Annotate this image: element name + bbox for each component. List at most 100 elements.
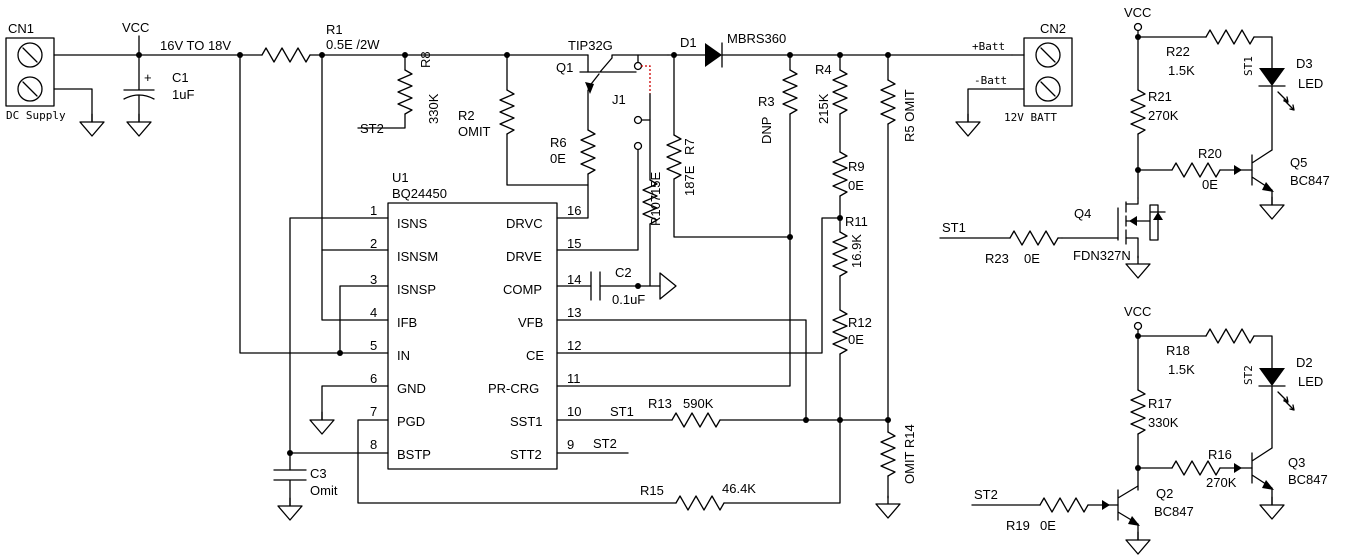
cn1-ref: CN1: [8, 21, 34, 36]
pin-number: 2: [370, 236, 377, 251]
r22-ref: R22: [1166, 44, 1190, 59]
q4-ref: Q4: [1074, 206, 1091, 221]
pin-number: 7: [370, 404, 377, 419]
r2-value: OMIT: [458, 124, 491, 139]
junction-dot: [504, 52, 510, 58]
q5-part: BC847: [1290, 173, 1330, 188]
pin-number: 13: [567, 305, 581, 320]
q1-transistor: Q1 TIP32G: [556, 38, 669, 94]
c2-ref: C2: [615, 265, 632, 280]
pin-name: IN: [397, 348, 410, 363]
r10-resistor: R10715E: [642, 119, 663, 287]
r20-ref: R20: [1198, 146, 1222, 161]
r12-ref: R12: [848, 315, 872, 330]
r14-ref: OMIT R14: [902, 424, 917, 484]
cn2-pin-pos: +Batt: [972, 40, 1005, 53]
pin-name: SST1: [510, 414, 543, 429]
u1-right-pins: 16 DRVC 15 DRVE 14 COMP 13 VFB 12 CE 11 …: [488, 203, 581, 462]
d1-ref: D1: [680, 35, 697, 50]
r21-value: 270K: [1148, 108, 1179, 123]
c2-value: 0.1uF: [612, 292, 645, 307]
cn2-pin-neg: -Batt: [974, 74, 1007, 87]
junction-dot: [837, 52, 843, 58]
q2-part: BC847: [1154, 504, 1194, 519]
r13-resistor: R13 590K ST1: [556, 396, 889, 428]
junction-dot: [402, 52, 408, 58]
d2-ref: D2: [1296, 355, 1313, 370]
pin-name: STT2: [510, 447, 542, 462]
r12-resistor: R12 0E: [723, 275, 872, 504]
junction-dot: [671, 52, 677, 58]
r9-value: 0E: [848, 178, 864, 193]
gnd-pin-wire: [321, 385, 389, 421]
pin-number: 11: [567, 371, 581, 386]
d3-ref: D3: [1296, 56, 1313, 71]
junction-dot: [837, 215, 843, 221]
in-wire: [239, 54, 389, 354]
r23-resistor: ST1 R23 0E: [939, 220, 1063, 266]
stt2-output: ST2: [556, 436, 629, 454]
q4-mosfet: Q4 FDN327N: [1061, 197, 1166, 263]
r10-ref: R10715E: [648, 171, 663, 226]
u1-ref: U1: [392, 170, 409, 185]
junction-dot: [787, 234, 793, 240]
u1-ic: U1 BQ24450 1 ISNS 2 ISNSM 3 ISNSP 4 IFB …: [370, 170, 581, 470]
pin-number: 10: [567, 404, 581, 419]
r17-value: 330K: [1148, 415, 1179, 430]
d2-net: ST2: [1242, 365, 1255, 385]
pin-name: ISNSP: [397, 282, 436, 297]
r7-value: 187E: [682, 165, 697, 196]
isns-wire: [289, 217, 389, 471]
r22-value: 1.5K: [1168, 63, 1195, 78]
r6-value: 0E: [550, 151, 566, 166]
r11-value: 16.9K: [849, 234, 864, 268]
q4-part: FDN327N: [1073, 248, 1131, 263]
pin-number: 6: [370, 371, 377, 386]
pin-number: 5: [370, 338, 377, 353]
pin-name: GND: [397, 381, 426, 396]
c1-ref: C1: [172, 70, 189, 85]
r7-ref: R7: [682, 138, 697, 155]
pin-name: DRVE: [506, 249, 542, 264]
d3-net: ST1: [1242, 56, 1255, 76]
cn2-desc: 12V BATT: [1004, 111, 1057, 124]
r3-resistor: R3 DNP: [556, 54, 798, 387]
junction-dot: [287, 450, 293, 456]
r8-value: 330K: [426, 93, 441, 124]
vcc-label-top: VCC: [1124, 5, 1151, 20]
c1-value: 1uF: [172, 87, 194, 102]
r14-resistor: OMIT R14: [880, 424, 917, 499]
pin-name: IFB: [397, 315, 417, 330]
cn1-desc: DC Supply: [6, 109, 66, 122]
ground-symbol: [955, 113, 981, 137]
c2-capacitor: C2 0.1uF: [556, 265, 677, 307]
ifb-wire: [321, 54, 389, 321]
u1-left-pins: 1 ISNS 2 ISNSM 3 ISNSP 4 IFB 5 IN 6 GND …: [370, 203, 438, 462]
ce-wire: [556, 195, 841, 354]
junction-dot: [1135, 465, 1141, 471]
pin-name: ISNSM: [397, 249, 438, 264]
q2-ref: Q2: [1156, 486, 1173, 501]
junction-dot: [337, 350, 343, 356]
r7-resistor: R7 187E: [666, 54, 791, 238]
r2-ref: R2: [458, 108, 475, 123]
pin-number: 16: [567, 203, 581, 218]
isnsp-wire: [339, 285, 389, 354]
r23-ref: R23: [985, 251, 1009, 266]
r13-value: 590K: [683, 396, 714, 411]
pin-number: 12: [567, 338, 581, 353]
pin-number: 9: [567, 437, 574, 452]
junction-dot: [319, 52, 325, 58]
r4-value: 215K: [816, 93, 831, 124]
st1-label-r23: ST1: [942, 220, 966, 235]
c1-capacitor: + C1 1uF: [123, 54, 194, 123]
pin-name: PGD: [397, 414, 425, 429]
vcc-label: VCC: [122, 20, 149, 35]
ground-symbol: [277, 497, 303, 521]
c1-plus: +: [144, 70, 152, 85]
st2-label-r8: ST2: [360, 121, 384, 136]
pin-name: CE: [526, 348, 544, 363]
input-range-label: 16V TO 18V: [160, 38, 231, 53]
r16-value: 270K: [1206, 475, 1237, 490]
pin-number: 3: [370, 272, 377, 287]
